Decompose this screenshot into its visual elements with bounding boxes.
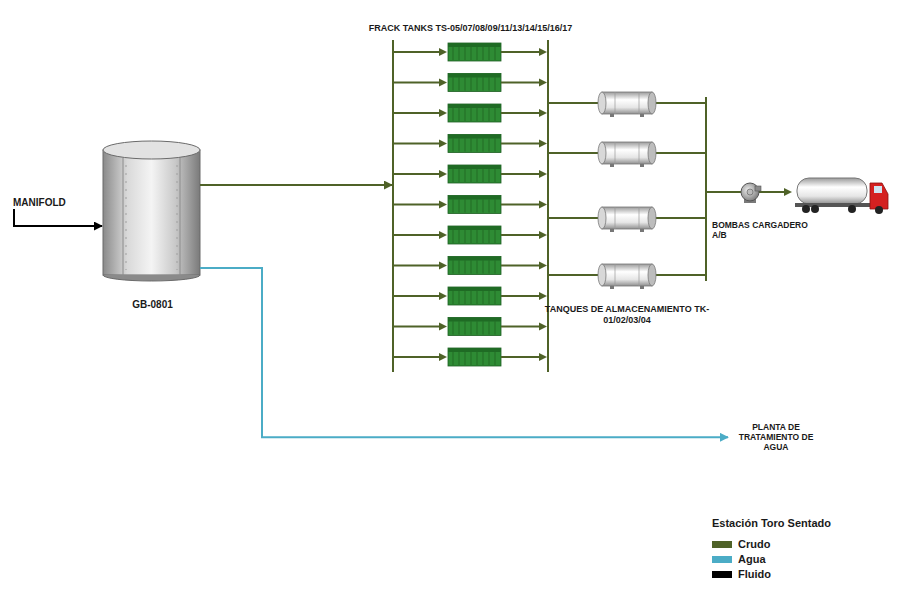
node-label: GB-0801 — [100, 299, 205, 311]
storage-tank-bank: TANQUES DE ALMACENAMIENTO TK-01/02/03/04 — [592, 90, 662, 330]
node-label: FRACK TANKS TS-05/07/08/09/11/13/14/15/1… — [366, 23, 575, 36]
pipe-connector — [553, 152, 592, 154]
arrow-head — [784, 188, 792, 196]
node-label: PLANTA DE TRATAMIENTO DE AGUA — [730, 420, 822, 455]
pump-symbol — [741, 183, 761, 203]
loading-pumps: BOMBAS CARGADERO A/B — [712, 180, 820, 242]
legend-title: Estación Toro Sentado — [712, 517, 831, 530]
storage-piping — [548, 97, 786, 281]
storage-tanks — [598, 92, 656, 289]
legend-swatch — [712, 571, 732, 578]
legend-text: Crudo — [738, 538, 770, 551]
outlet-header — [547, 40, 549, 372]
pipe-connector — [662, 153, 712, 192]
tanker-truck — [795, 178, 888, 214]
inlet-label: MANIFOLD — [12, 197, 67, 209]
legend-swatch — [712, 541, 732, 548]
node-label: MANIFOLD — [12, 197, 67, 209]
frack-tank-rows — [393, 43, 547, 366]
legend-text: Agua — [738, 553, 766, 566]
node-label: BOMBAS CARGADERO A/B — [712, 220, 820, 240]
pipe-connector — [200, 268, 728, 437]
pipe-connector — [200, 184, 392, 186]
pipe-connector — [14, 209, 102, 226]
frack-tank-bank: FRACK TANKS TS-05/07/08/09/11/13/14/15/1… — [388, 36, 553, 378]
separator-vessel-node: GB-0801 — [100, 140, 205, 315]
inlet-header — [392, 40, 394, 372]
water-treatment-plant: PLANTA DE TRATAMIENTO DE AGUA — [730, 420, 822, 455]
separator-vessel — [103, 141, 200, 281]
legend-text: Fluido — [738, 568, 771, 581]
node-label: TANQUES DE ALMACENAMIENTO TK-01/02/03/04 — [544, 304, 710, 326]
legend-swatch — [712, 556, 732, 563]
